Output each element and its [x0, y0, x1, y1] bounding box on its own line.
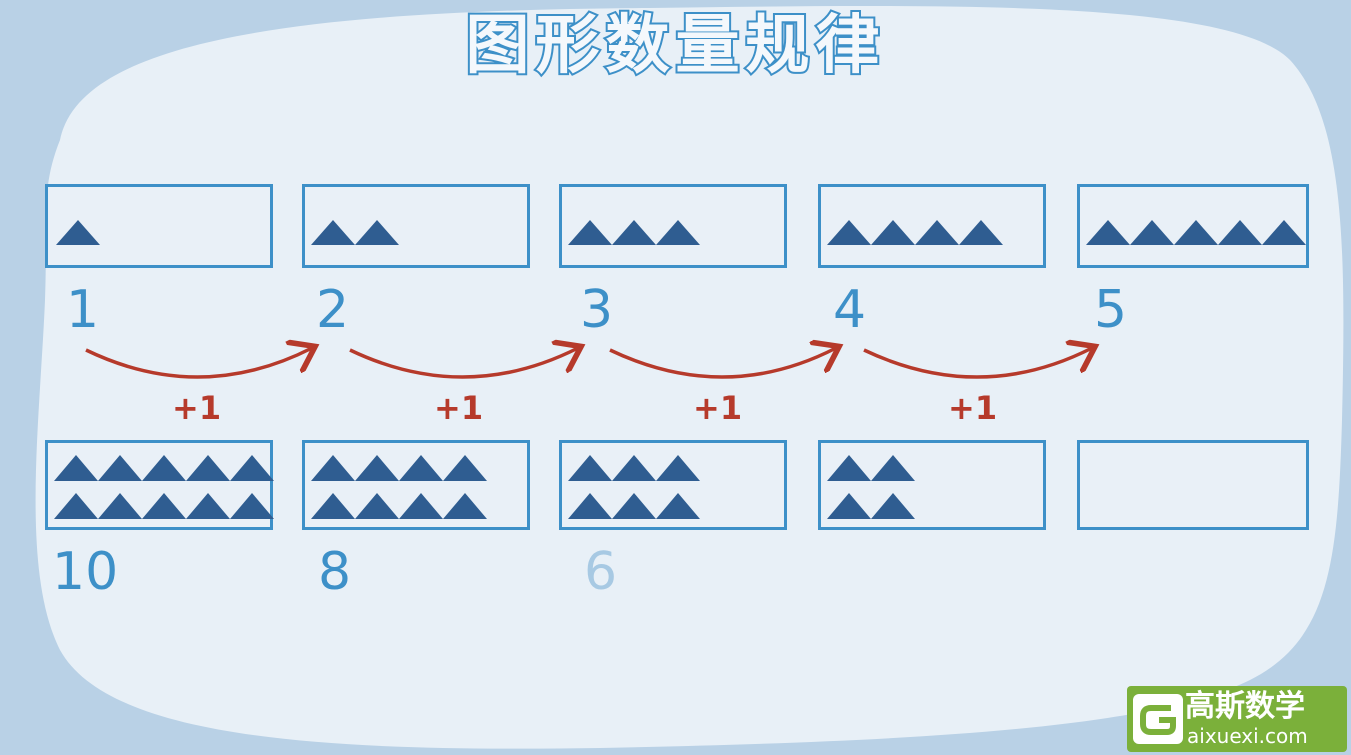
triangle-icon — [142, 493, 186, 519]
triangle-icon — [1130, 220, 1174, 245]
triangle-icon — [959, 220, 1003, 245]
pattern-box-row2-5-empty — [1077, 440, 1309, 530]
pattern-box-row2-4 — [818, 440, 1046, 530]
triangle-icon — [871, 455, 915, 481]
increment-label-3: +1 — [693, 389, 743, 427]
arrow-icon — [349, 348, 578, 379]
triangle-group — [827, 220, 1003, 245]
triangle-icon — [186, 493, 230, 519]
pattern-box-row1-1 — [45, 184, 273, 268]
triangle-icon — [142, 455, 186, 481]
triangle-group — [1086, 220, 1306, 245]
triangle-group — [311, 220, 399, 245]
triangle-icon — [871, 220, 915, 245]
count-label-5: 5 — [1094, 280, 1128, 340]
triangle-icon — [443, 455, 487, 481]
triangle-icon — [915, 220, 959, 245]
triangle-icon — [355, 220, 399, 245]
g-logo-icon — [1133, 694, 1183, 744]
triangle-icon — [230, 455, 274, 481]
triangle-icon — [568, 220, 612, 245]
triangle-icon — [230, 493, 274, 519]
triangle-icon — [443, 493, 487, 519]
brand-url: aixuexi.com — [1187, 724, 1308, 748]
pattern-box-row1-5 — [1077, 184, 1309, 268]
triangle-icon — [827, 455, 871, 481]
arrow-icon — [863, 348, 1092, 379]
triangle-icon — [355, 493, 399, 519]
triangle-icon — [311, 455, 355, 481]
triangle-icon — [56, 220, 100, 245]
triangle-icon — [568, 455, 612, 481]
triangle-group — [568, 220, 700, 245]
triangle-group — [827, 455, 915, 519]
triangle-icon — [612, 220, 656, 245]
increment-label-1: +1 — [172, 389, 222, 427]
count-label-4: 4 — [833, 280, 867, 340]
triangle-group — [311, 455, 487, 519]
triangle-icon — [311, 220, 355, 245]
count-label-10: 10 — [52, 542, 119, 602]
pattern-box-row1-4 — [818, 184, 1046, 268]
triangle-icon — [656, 220, 700, 245]
count-label-3: 3 — [580, 280, 614, 340]
triangle-icon — [1174, 220, 1218, 245]
triangle-icon — [612, 493, 656, 519]
triangle-icon — [355, 455, 399, 481]
triangle-icon — [98, 455, 142, 481]
triangle-icon — [656, 493, 700, 519]
triangle-icon — [612, 455, 656, 481]
triangle-icon — [827, 493, 871, 519]
arrow-icon — [609, 348, 836, 379]
increment-label-2: +1 — [434, 389, 484, 427]
arrow-icon — [85, 348, 312, 379]
triangle-icon — [1086, 220, 1130, 245]
triangle-icon — [827, 220, 871, 245]
pattern-box-row2-3 — [559, 440, 787, 530]
pattern-box-row2-1 — [45, 440, 274, 530]
triangle-icon — [656, 455, 700, 481]
count-label-2: 2 — [316, 280, 350, 340]
count-label-8: 8 — [318, 542, 352, 602]
increment-label-4: +1 — [948, 389, 998, 427]
page-title: 图形数量规律 — [464, 9, 886, 83]
triangle-icon — [54, 455, 98, 481]
triangle-icon — [399, 493, 443, 519]
triangle-icon — [54, 493, 98, 519]
triangle-group — [54, 455, 274, 519]
pattern-box-row1-3 — [559, 184, 787, 268]
brand-logo: 高斯数学 aixuexi.com — [1127, 686, 1347, 752]
brand-name: 高斯数学 — [1185, 689, 1305, 724]
triangle-icon — [1262, 220, 1306, 245]
triangle-icon — [399, 455, 443, 481]
count-label-6: 6 — [584, 542, 618, 602]
triangle-icon — [871, 493, 915, 519]
triangle-icon — [311, 493, 355, 519]
count-label-1: 1 — [66, 280, 100, 340]
triangle-icon — [568, 493, 612, 519]
triangle-group — [568, 455, 700, 519]
triangle-group — [56, 220, 100, 245]
triangle-icon — [98, 493, 142, 519]
pattern-box-row1-2 — [302, 184, 530, 268]
triangle-icon — [1218, 220, 1262, 245]
pattern-box-row2-2 — [302, 440, 530, 530]
triangle-icon — [186, 455, 230, 481]
